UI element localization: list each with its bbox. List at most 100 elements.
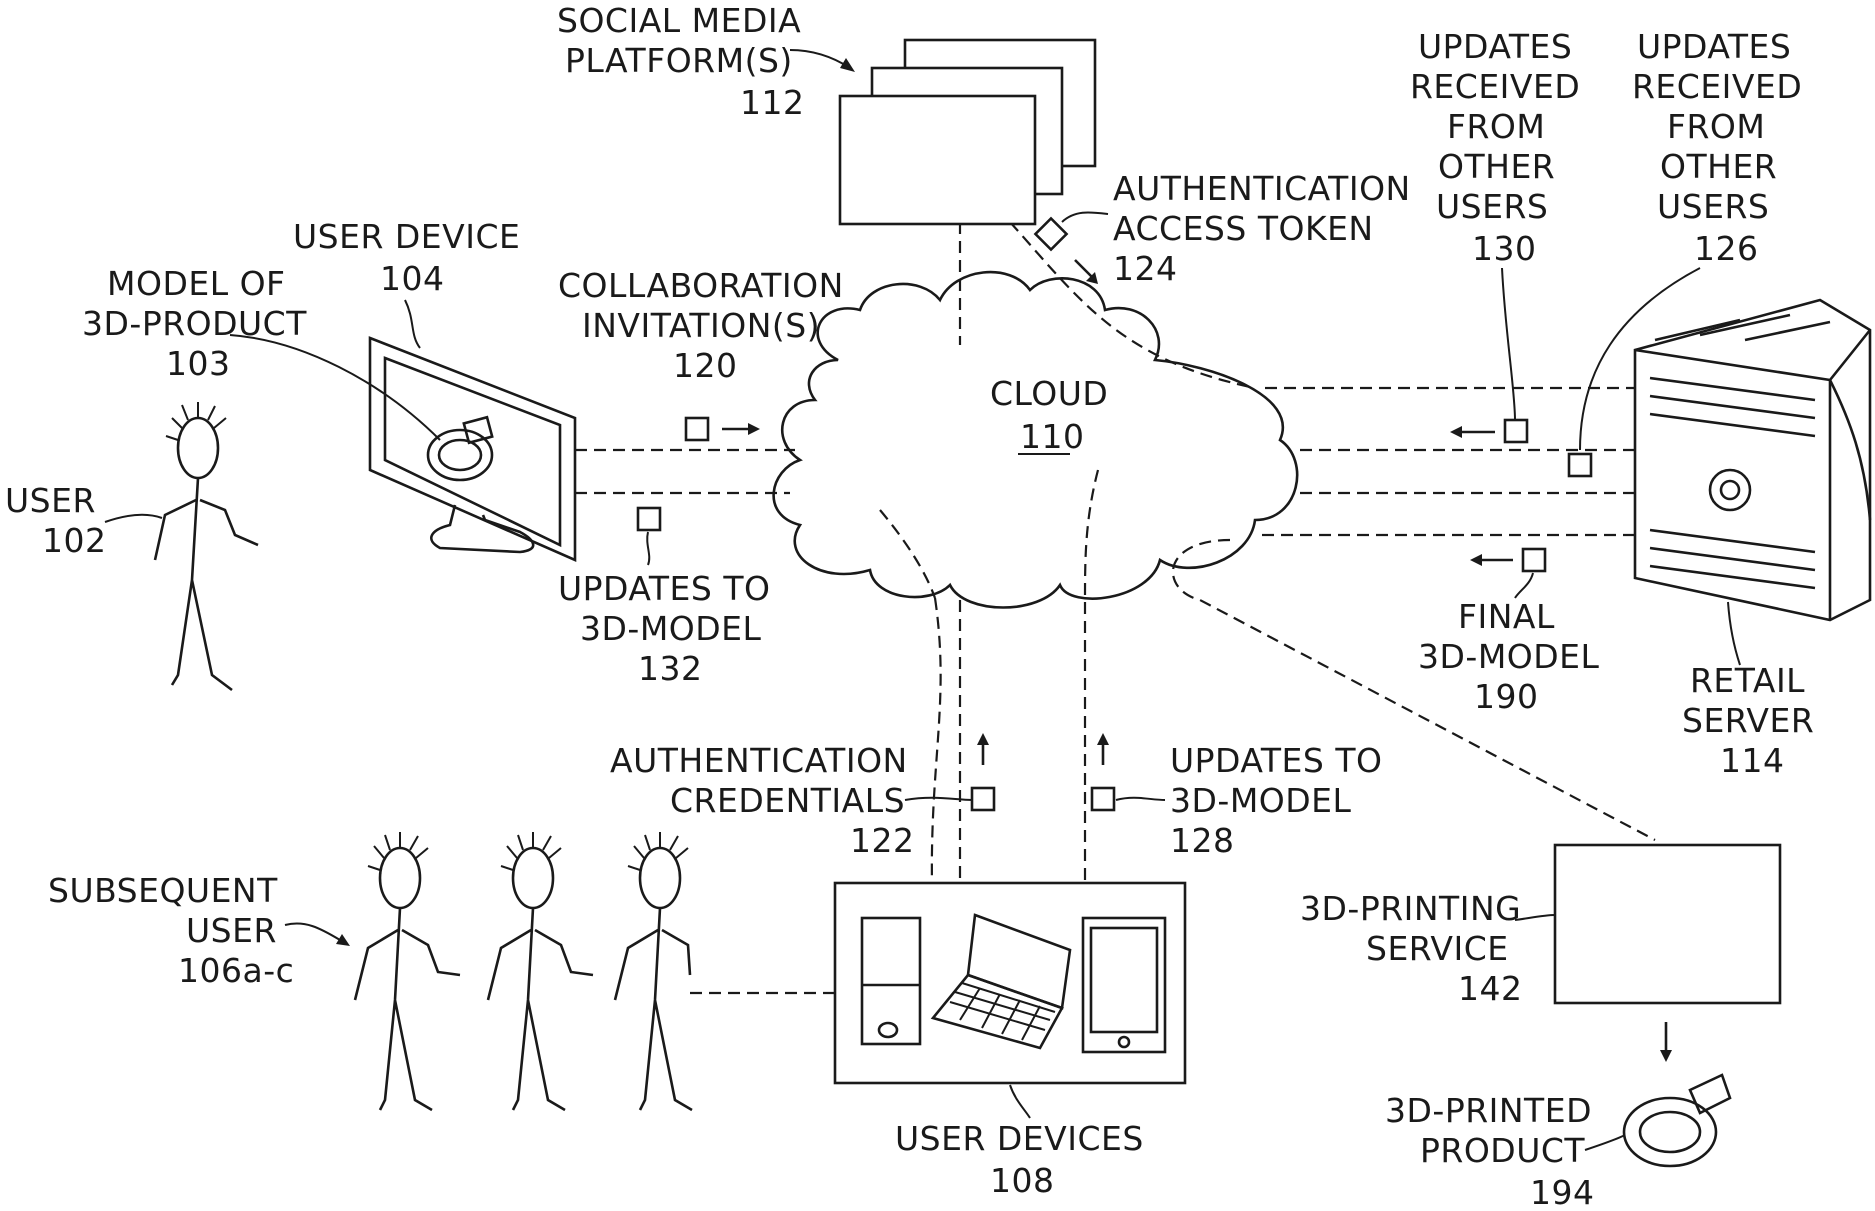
auth-creds-arrowhead [977,733,989,745]
updates-130-text-2: RECEIVED [1410,67,1580,106]
updates-128-group: UPDATES TO 3D-MODEL 128 [1092,733,1382,860]
printing-service: 3D-PRINTING SERVICE 142 [1300,845,1780,1062]
user-device-text: USER DEVICE [293,217,520,256]
user-devices-label: USER DEVICES 108 [895,1085,1144,1200]
updates-130-text-4: OTHER [1438,147,1555,186]
final-model-text-2: 3D-MODEL [1418,637,1600,676]
user-c-arms [615,930,690,1000]
model-text-1: MODEL OF [107,264,286,303]
user-devices-leader [1010,1085,1030,1118]
updates-128-number: 128 [1170,821,1235,860]
user-102-leader [105,515,162,522]
retail-server [1635,300,1870,620]
user-102-head [178,418,218,478]
final-model-number: 190 [1474,677,1539,716]
updates-132-group: UPDATES TO 3D-MODEL 132 [558,508,770,688]
printed-product-text-2: PRODUCT [1420,1131,1585,1170]
retail-server-text-1: RETAIL [1690,661,1805,700]
updates-126-text-1: UPDATES [1637,27,1791,66]
user-c-head [640,848,680,908]
user-a-head [380,848,420,908]
subsequent-user-a [355,832,460,1110]
retail-server-number: 114 [1720,741,1785,780]
retail-server-text-2: SERVER [1682,701,1814,740]
updates-128-text-1: UPDATES TO [1170,741,1382,780]
printing-service-number: 142 [1458,969,1523,1008]
updates-126-number: 126 [1694,229,1759,268]
printed-ring-inner [1640,1112,1700,1152]
printed-product-leader [1585,1135,1625,1150]
updates-130-square [1505,420,1527,442]
cloud-shape: CLOUD 110 [774,272,1298,607]
auth-token-number: 124 [1113,249,1178,288]
printed-product-text-1: 3D-PRINTED [1385,1091,1592,1130]
social-media-text-1: SOCIAL MEDIA [557,1,801,40]
auth-creds-text-1: AUTHENTICATION [610,741,908,780]
cloud-label: CLOUD [990,374,1108,413]
platform-window-front [840,96,1035,224]
user-devices-text: USER DEVICES [895,1119,1144,1158]
collab-group: COLLABORATION INVITATION(S) 120 [558,266,844,440]
collab-text-2: INVITATION(S) [582,306,820,345]
user-b-head [513,848,553,908]
auth-creds-square [972,788,994,810]
retail-server-label: RETAIL SERVER 114 [1682,602,1814,780]
final-model-square [1523,549,1545,571]
subsequent-user-number: 106a-c [178,951,294,990]
updates-126-text-3: FROM [1667,107,1765,146]
printing-arrowhead [1660,1050,1672,1062]
auth-creds-text-2: CREDENTIALS [670,781,905,820]
updates-130-marker [1450,420,1527,442]
user-a-body [380,908,432,1110]
auth-creds-number: 122 [850,821,915,860]
line-cloud-devices-3 [1085,470,1098,885]
social-media-number: 112 [740,83,805,122]
updates-128-text-2: 3D-MODEL [1170,781,1352,820]
model-text-2: 3D-PRODUCT [82,304,307,343]
social-media-text-2: PLATFORM(S) [565,41,793,80]
subsequent-user-text-1: SUBSEQUENT [48,871,278,910]
final-model-leader [1515,573,1533,598]
updates-128-arrowhead [1097,733,1109,745]
final-model-text-1: FINAL [1458,597,1555,636]
printed-ring-gem [1690,1075,1730,1113]
model-number: 103 [166,344,231,383]
server-body [1635,300,1870,620]
subsequent-user-leader [285,923,340,940]
final-model-arrowhead [1470,554,1482,566]
updates-126-text-2: RECEIVED [1632,67,1802,106]
subsequent-user-c [615,832,692,1110]
auth-token-group: AUTHENTICATION ACCESS TOKEN 124 [1035,169,1410,288]
updates-128-square [1092,788,1114,810]
line-cloud-devices-1b [880,510,935,598]
auth-token-text-2: ACCESS TOKEN [1113,209,1374,248]
line-cloud-devices-1 [932,598,941,885]
cloud-number: 110 [1020,417,1085,456]
updates-130-label: UPDATES RECEIVED FROM OTHER USERS 130 [1410,27,1580,420]
updates-130-leader [1502,268,1515,420]
printed-product-number: 194 [1530,1173,1595,1211]
user-102-label: USER 102 [5,481,162,560]
monitor-frame [370,338,575,560]
updates-130-number: 130 [1472,229,1537,268]
updates-128-leader [1116,798,1165,800]
token-square [1035,218,1066,249]
social-media-leader [790,50,850,68]
user-b-body [513,908,565,1110]
user-102-text: USER [5,481,96,520]
user-c-body [640,908,692,1110]
printing-service-text-2: SERVICE [1366,929,1509,968]
subsequent-users-label: SUBSEQUENT USER 106a-c [48,871,350,990]
user-device-label: USER DEVICE 104 [293,217,520,348]
updates-130-arrowhead [1450,426,1462,438]
token-leader [1062,212,1108,222]
updates-132-text-2: 3D-MODEL [580,609,762,648]
subsequent-user-text-2: USER [186,911,277,950]
collab-square [686,418,708,440]
user-102-arms [155,500,258,560]
updates-126-text-5: USERS [1657,187,1769,226]
updates-126-text-4: OTHER [1660,147,1777,186]
auth-token-text-1: AUTHENTICATION [1113,169,1411,208]
